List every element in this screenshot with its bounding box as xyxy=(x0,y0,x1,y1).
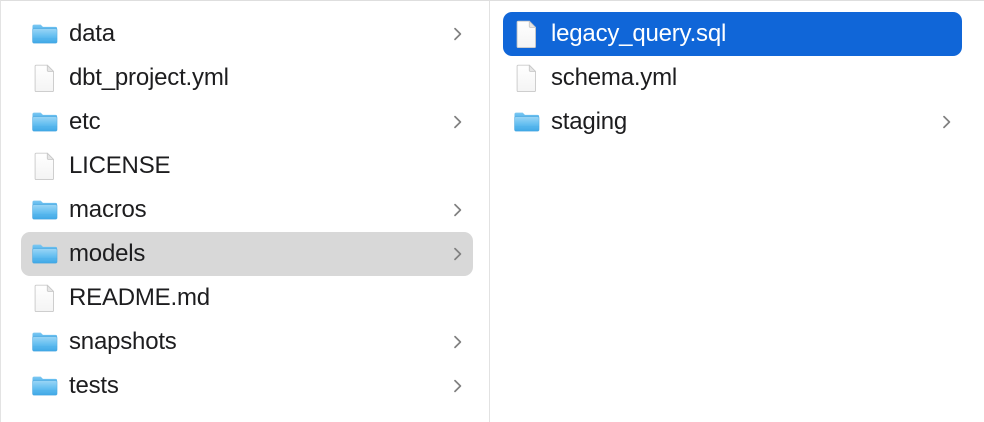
document-icon xyxy=(31,283,59,313)
file-row[interactable]: LICENSE xyxy=(21,144,473,188)
file-row-label: tests xyxy=(69,372,119,399)
folder-icon xyxy=(513,107,541,137)
file-row-label: dbt_project.yml xyxy=(69,64,229,91)
file-row[interactable]: models xyxy=(21,232,473,276)
folder-icon xyxy=(31,107,59,137)
folder-icon xyxy=(31,371,59,401)
file-row[interactable]: macros xyxy=(21,188,473,232)
file-row[interactable]: etc xyxy=(21,100,473,144)
file-row[interactable]: snapshots xyxy=(21,320,473,364)
document-icon xyxy=(513,63,541,93)
file-row[interactable]: dbt_project.yml xyxy=(21,56,473,100)
chevron-right-icon xyxy=(940,112,954,132)
file-row-label: models xyxy=(69,240,146,267)
file-row-label: etc xyxy=(69,108,101,135)
file-column-child[interactable]: legacy_query.sql schema.yml xyxy=(490,1,984,422)
chevron-right-icon xyxy=(451,244,465,264)
file-row[interactable]: legacy_query.sql xyxy=(503,12,962,56)
chevron-right-icon xyxy=(451,376,465,396)
folder-icon xyxy=(31,239,59,269)
file-row-label: macros xyxy=(69,196,147,223)
chevron-right-icon xyxy=(451,112,465,132)
document-icon xyxy=(31,63,59,93)
file-row-label: schema.yml xyxy=(551,64,678,91)
file-row[interactable]: schema.yml xyxy=(503,56,962,100)
file-column-parent[interactable]: data dbt_project.yml xyxy=(1,1,490,422)
file-row-label: snapshots xyxy=(69,328,177,355)
document-icon xyxy=(513,19,541,49)
chevron-right-icon xyxy=(451,332,465,352)
file-row-label: README.md xyxy=(69,284,210,311)
folder-icon xyxy=(31,19,59,49)
chevron-right-icon xyxy=(451,200,465,220)
file-row[interactable]: data xyxy=(21,12,473,56)
document-icon xyxy=(31,151,59,181)
file-row[interactable]: tests xyxy=(21,364,473,408)
file-row[interactable]: staging xyxy=(503,100,962,144)
file-row-label: data xyxy=(69,20,115,47)
file-row-label: staging xyxy=(551,108,627,135)
folder-icon xyxy=(31,195,59,225)
file-row-label: LICENSE xyxy=(69,152,171,179)
file-row[interactable]: README.md xyxy=(21,276,473,320)
chevron-right-icon xyxy=(451,24,465,44)
file-row-label: legacy_query.sql xyxy=(551,20,727,47)
folder-icon xyxy=(31,327,59,357)
